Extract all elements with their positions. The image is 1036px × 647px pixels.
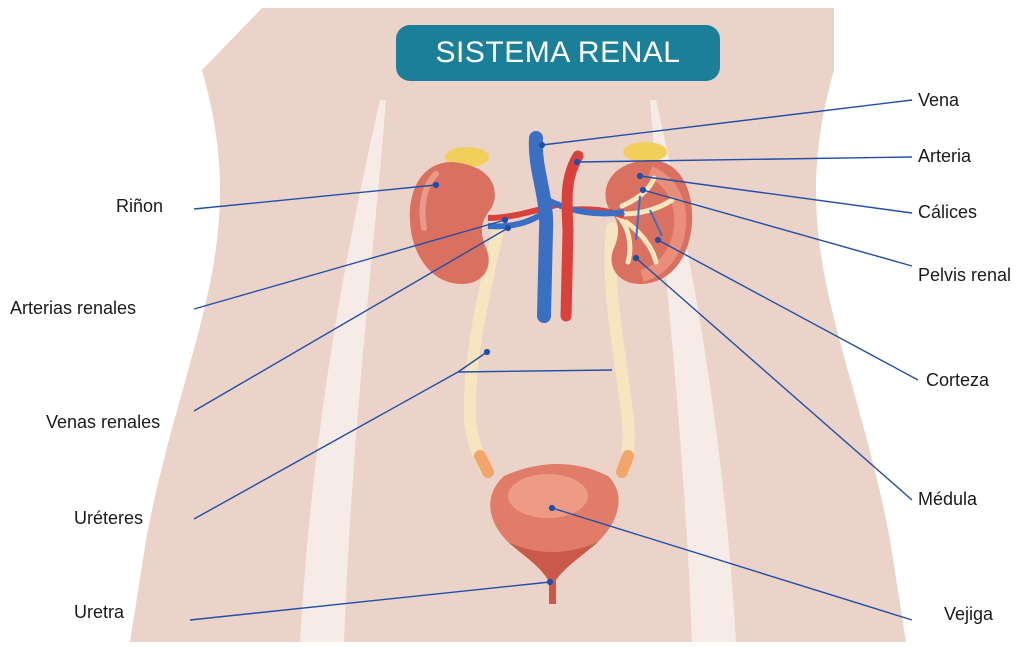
right-adrenal-gland (623, 142, 667, 162)
label-corteza: Corteza (926, 369, 989, 391)
label-calices: Cálices (918, 201, 977, 223)
label-medula: Médula (918, 488, 977, 510)
label-ureteres: Uréteres (74, 507, 143, 529)
label-pelvis-renal: Pelvis renal (918, 264, 1011, 286)
label-uretra: Uretra (74, 601, 124, 623)
left-ureter-end (480, 456, 488, 472)
right-ureter-end (622, 456, 628, 472)
label-rinon: Riñon (116, 195, 163, 217)
label-vejiga: Vejiga (944, 603, 993, 625)
label-arterias-renales: Arterias renales (10, 297, 136, 319)
diagram-title: SISTEMA RENAL (396, 25, 720, 81)
label-venas-renales: Venas renales (46, 411, 160, 433)
label-arteria: Arteria (918, 145, 971, 167)
label-vena: Vena (918, 89, 959, 111)
